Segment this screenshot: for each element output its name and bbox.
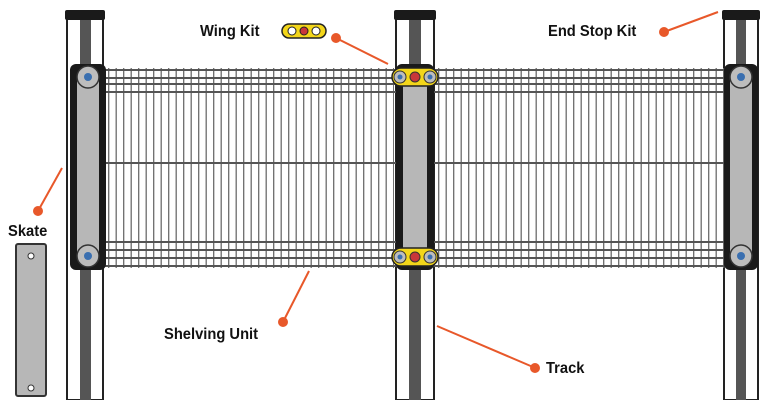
leader-skate: [37, 167, 63, 212]
leader-wing-kit: [335, 37, 389, 65]
skate-right: [724, 64, 758, 270]
label-shelving-unit: Shelving Unit: [164, 326, 259, 343]
leader-dot-track: [530, 363, 540, 373]
label-skate: Skate: [8, 223, 48, 240]
wing-kit-bottom: [391, 247, 439, 267]
shelving-unit-left: [92, 68, 402, 268]
leader-dot-shelving-unit: [278, 317, 288, 327]
label-wing-kit: Wing Kit: [200, 23, 260, 40]
leader-shelving-unit: [282, 270, 310, 323]
label-end-stop-kit: End Stop Kit: [548, 23, 637, 40]
wing-kit-icon: [281, 23, 327, 39]
leader-dot-wing-kit: [331, 33, 341, 43]
skate-standalone: [15, 243, 47, 397]
skate-middle: [396, 64, 434, 270]
leader-lines: [33, 11, 719, 373]
leader-track: [436, 325, 534, 368]
skate-left: [70, 64, 106, 270]
leader-end-stop-kit: [663, 11, 719, 33]
label-track: Track: [546, 360, 585, 377]
wing-kit-top: [391, 67, 439, 87]
shelving-unit-right: [428, 68, 734, 268]
leader-dot-skate: [33, 206, 43, 216]
leader-dot-end-stop-kit: [659, 27, 669, 37]
